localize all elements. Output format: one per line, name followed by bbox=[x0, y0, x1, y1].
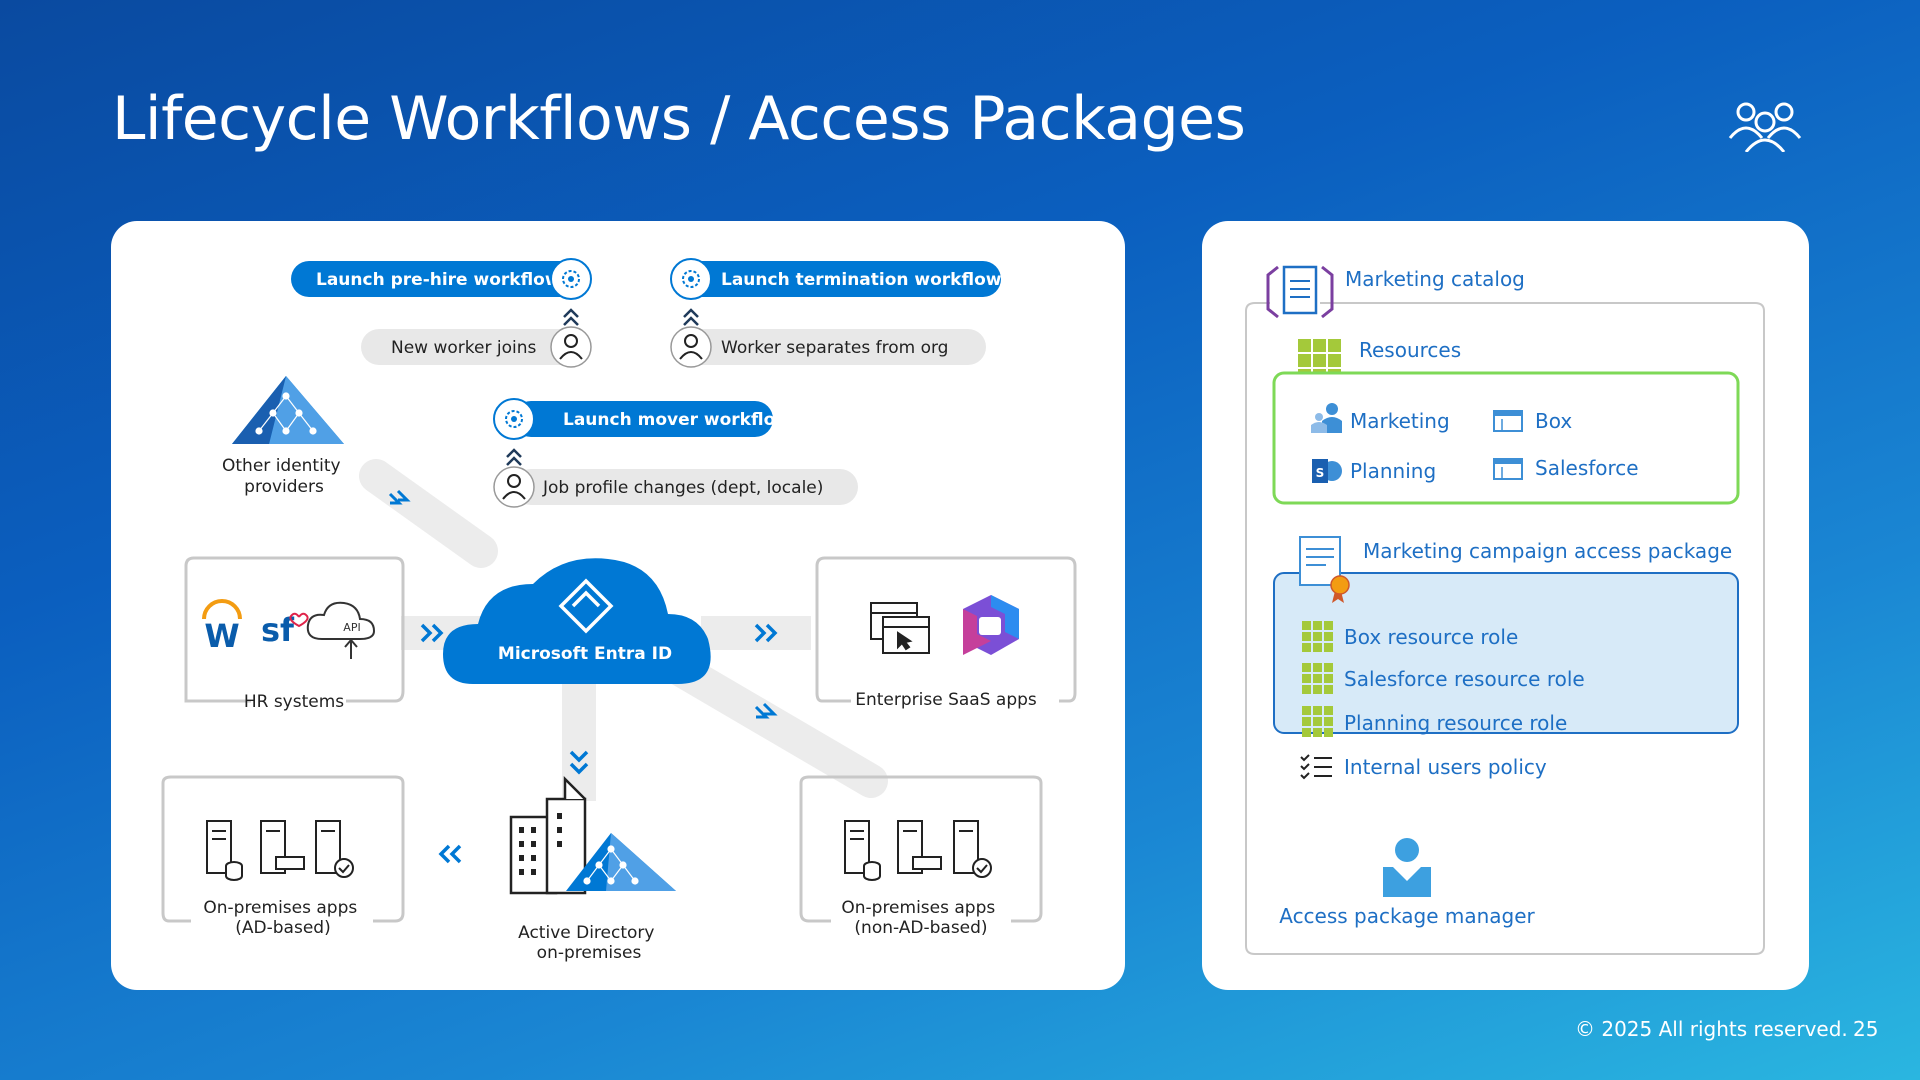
arrow-right-icon bbox=[420, 623, 444, 643]
resource-marketing: Marketing bbox=[1350, 409, 1450, 433]
prehire-workflow-label: Launch pre-hire workflow bbox=[316, 270, 561, 290]
svg-text:S: S bbox=[1316, 466, 1325, 480]
identity-pyramid-icon bbox=[232, 376, 344, 444]
termination-workflow-label: Launch termination workflow bbox=[721, 270, 1002, 290]
prehire-workflow-pill: Launch pre-hire workflow bbox=[291, 258, 592, 300]
job-profile-pill: Job profile changes (dept, locale) bbox=[493, 466, 858, 508]
server-check-icon bbox=[315, 820, 354, 878]
server-storage-icon bbox=[260, 820, 305, 874]
catalog-label: Marketing catalog bbox=[1345, 267, 1525, 291]
up-chevron-icon bbox=[563, 308, 579, 326]
other-idp-label: Other identity providers bbox=[222, 456, 346, 497]
arrow-right-icon bbox=[754, 623, 778, 643]
certificate-icon bbox=[1299, 536, 1350, 603]
hr-systems-label: HR systems bbox=[244, 692, 344, 712]
up-chevron-icon bbox=[683, 308, 699, 326]
connector-idp bbox=[359, 459, 498, 568]
package-item-internal-policy: Internal users policy bbox=[1344, 755, 1547, 779]
onprem-nonad-label: On-premises apps (non-AD-based) bbox=[841, 898, 1000, 938]
arrow-down-right-icon bbox=[388, 489, 411, 505]
up-chevron-icon bbox=[506, 448, 522, 466]
active-directory-label: Active Directory on-premises bbox=[518, 923, 660, 963]
server-database-icon bbox=[844, 820, 881, 881]
connector-nonad bbox=[649, 644, 888, 798]
resource-salesforce: Salesforce bbox=[1535, 456, 1639, 480]
job-profile-label: Job profile changes (dept, locale) bbox=[542, 478, 823, 498]
onprem-ad-label: On-premises apps (AD-based) bbox=[203, 898, 362, 938]
onprem-ad-box bbox=[161, 775, 405, 923]
access-package-box bbox=[1273, 572, 1739, 734]
active-directory-icon bbox=[509, 775, 676, 895]
group-icon bbox=[1311, 403, 1342, 433]
catalog-book-icon bbox=[1266, 265, 1334, 319]
manager-label: Access package manager bbox=[1279, 904, 1535, 928]
microsoft-365-logo-icon bbox=[963, 595, 1019, 655]
app-windows-icon bbox=[870, 602, 930, 654]
catalog-panel: Marketing catalog Resources Marketing Bo… bbox=[1202, 221, 1809, 990]
worker-separates-label: Worker separates from org bbox=[721, 338, 948, 358]
grid-icon bbox=[1302, 621, 1333, 652]
resource-box: Box bbox=[1535, 409, 1572, 433]
svg-text:API: API bbox=[343, 621, 360, 634]
sharepoint-icon: S bbox=[1312, 459, 1342, 483]
hr-systems-box bbox=[184, 556, 405, 703]
entra-id-label: Microsoft Entra ID bbox=[498, 644, 672, 664]
page-number: 25 bbox=[1853, 1017, 1879, 1041]
api-cloud-icon: API bbox=[306, 601, 376, 659]
access-package-label: Marketing campaign access package bbox=[1363, 539, 1732, 563]
checklist-icon bbox=[1300, 754, 1332, 780]
svg-text:W: W bbox=[204, 617, 239, 655]
resource-planning: Planning bbox=[1350, 459, 1436, 483]
server-database-icon bbox=[206, 820, 243, 881]
server-storage-icon bbox=[897, 820, 942, 874]
new-worker-label: New worker joins bbox=[391, 338, 536, 358]
saas-apps-box bbox=[815, 556, 1077, 703]
arrow-down-icon bbox=[569, 750, 589, 775]
catalog-box bbox=[1245, 302, 1765, 955]
package-item-planning-role: Planning resource role bbox=[1344, 711, 1567, 735]
app-window-icon bbox=[1493, 458, 1523, 480]
successfactors-logo-icon: sf bbox=[261, 611, 309, 649]
resources-label: Resources bbox=[1359, 338, 1461, 362]
slide-title: Lifecycle Workflows / Access Packages bbox=[112, 84, 1246, 154]
manager-person-icon bbox=[1383, 838, 1431, 897]
grid-icon bbox=[1302, 663, 1333, 694]
worker-separates-pill: Worker separates from org bbox=[670, 326, 986, 368]
mover-workflow-pill: Launch mover workflow bbox=[493, 398, 791, 440]
workflow-panel: Launch pre-hire workflow New worker join… bbox=[111, 221, 1125, 990]
grid-icon bbox=[1302, 706, 1333, 737]
server-check-icon bbox=[953, 820, 992, 878]
catalog-diagram: Marketing catalog Resources Marketing Bo… bbox=[1245, 265, 1765, 955]
mover-workflow-label: Launch mover workflow bbox=[563, 410, 791, 430]
app-window-icon bbox=[1493, 410, 1523, 432]
workflow-diagram: Launch pre-hire workflow New worker join… bbox=[161, 258, 1077, 963]
entra-diamond-icon bbox=[558, 578, 614, 634]
people-group-icon bbox=[1728, 102, 1802, 152]
arrow-left-icon bbox=[438, 844, 462, 864]
workday-logo-icon: W bbox=[202, 599, 242, 655]
onprem-nonad-box bbox=[799, 775, 1043, 923]
termination-workflow-pill: Launch termination workflow bbox=[670, 258, 1002, 300]
arrow-down-right-icon bbox=[754, 702, 778, 719]
copyright-text: © 2025 All rights reserved. bbox=[1575, 1017, 1848, 1041]
package-item-box-role: Box resource role bbox=[1344, 625, 1518, 649]
entra-id-cloud: Microsoft Entra ID bbox=[443, 558, 711, 684]
package-item-salesforce-role: Salesforce resource role bbox=[1344, 667, 1585, 691]
new-worker-pill: New worker joins bbox=[361, 326, 592, 368]
resources-box bbox=[1272, 371, 1740, 505]
saas-apps-label: Enterprise SaaS apps bbox=[855, 690, 1037, 710]
